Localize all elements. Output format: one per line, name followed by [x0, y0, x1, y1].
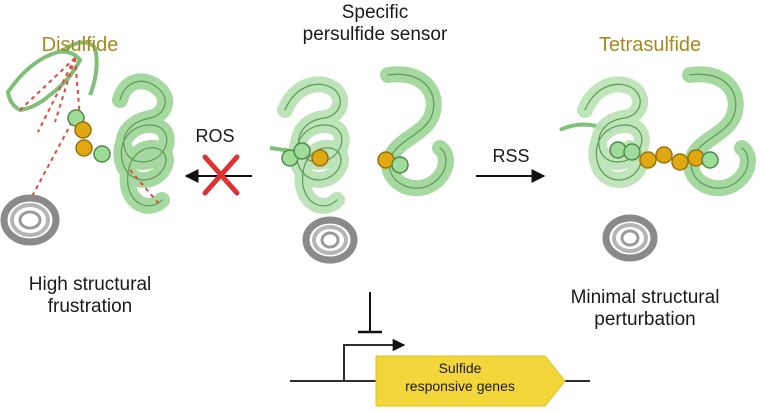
- gene-label-line2: responsive genes: [405, 377, 515, 394]
- persulfide-structure: [269, 66, 454, 264]
- frustration-lines: [19, 57, 161, 206]
- left-caption: High structural frustration: [0, 274, 180, 318]
- persulfide-title-line1: Specific: [341, 2, 409, 23]
- tetrasulfide-coil: [602, 214, 658, 262]
- repression-bar: [358, 292, 382, 334]
- tetrasulfide-structure: [559, 66, 756, 262]
- persulfide-title: Specific persulfide sensor: [270, 2, 480, 46]
- disulfide-helix: [112, 73, 175, 214]
- disulfide-title: Disulfide: [41, 34, 119, 56]
- ros-label: ROS: [195, 126, 235, 146]
- disulfide-coil: [0, 194, 60, 246]
- gene-label-line1: Sulfide: [438, 360, 482, 376]
- left-caption-line2: frustration: [47, 295, 133, 317]
- gene-box: [375, 355, 566, 407]
- persulfide-title-line2: persulfide sensor: [302, 23, 448, 45]
- right-caption-line1: Minimal structural: [570, 287, 720, 308]
- inhibition-cross-icon: [202, 154, 240, 196]
- disulfide-structure: [0, 40, 175, 246]
- rss-label: RSS: [492, 146, 530, 166]
- left-caption-line1: High structural: [28, 274, 152, 295]
- right-caption-line2: perturbation: [594, 308, 696, 330]
- right-caption: Minimal structural perturbation: [540, 287, 750, 331]
- persulfide-coil: [302, 216, 358, 264]
- tetrasulfide-title: Tetrasulfide: [598, 34, 702, 56]
- gene-label: Sulfide responsive genes: [380, 360, 540, 395]
- promoter-arrow: [343, 338, 406, 380]
